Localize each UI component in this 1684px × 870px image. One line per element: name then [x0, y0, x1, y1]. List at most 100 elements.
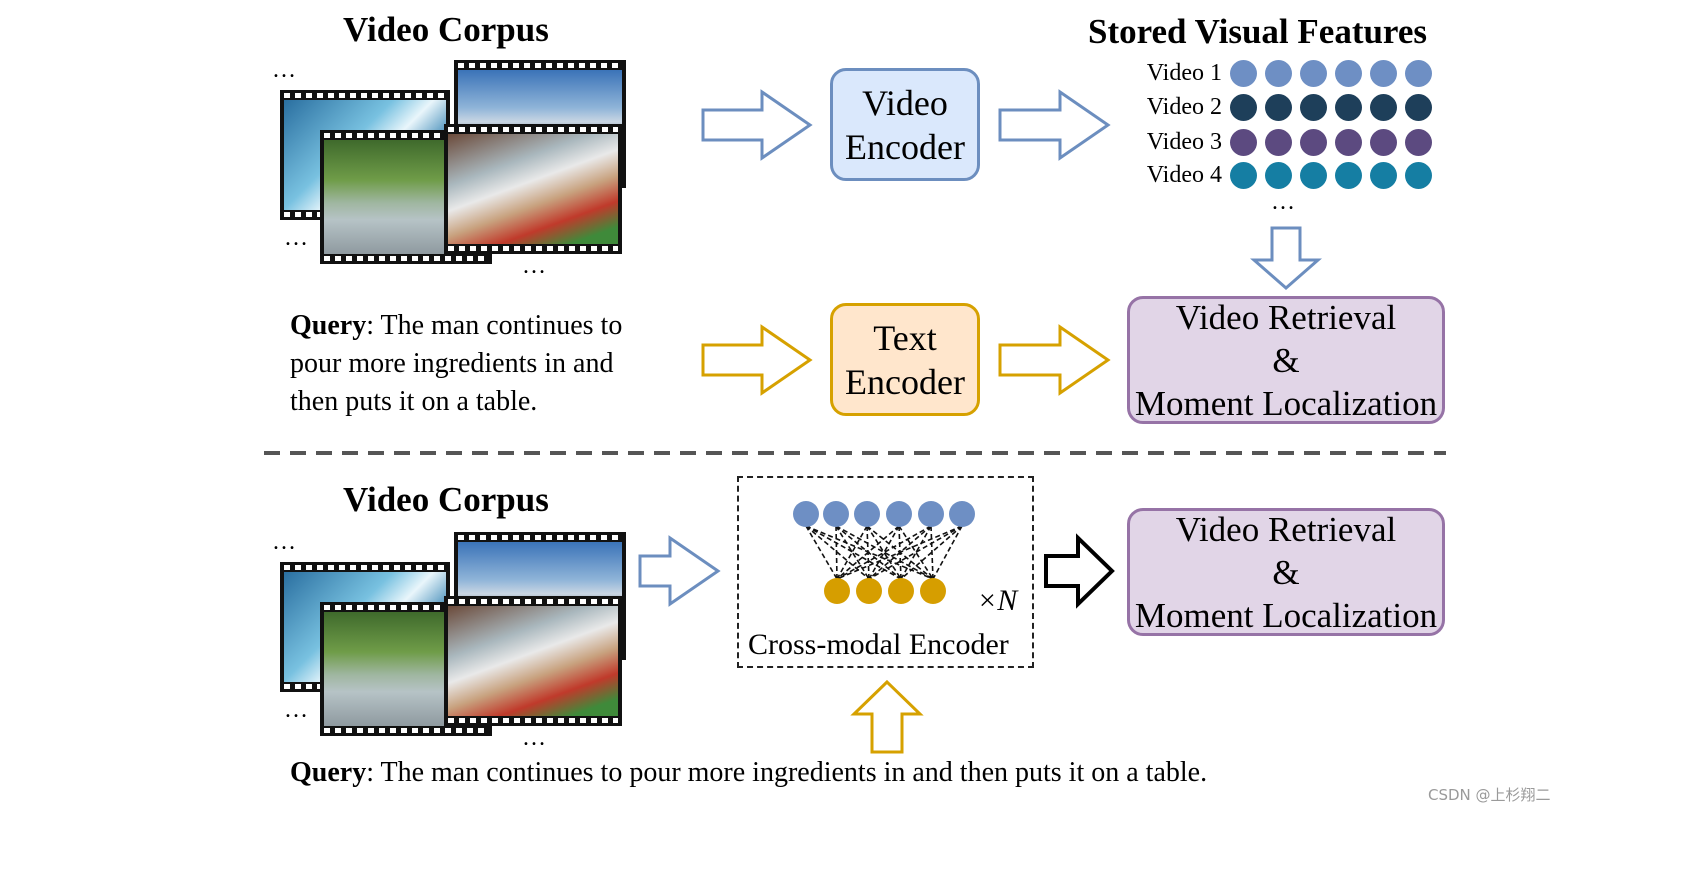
arrow-to-text-encoder — [701, 324, 813, 396]
feature-dot — [1230, 162, 1257, 189]
feature-dot — [1370, 94, 1397, 121]
attention-link — [932, 525, 963, 580]
cross-modal-encoder-box — [737, 476, 1034, 668]
film-frame-cooking — [444, 596, 622, 726]
stored-features-title: Stored Visual Features — [1088, 12, 1427, 51]
attention-link — [868, 525, 963, 580]
bottom-query-text: Query: The man continues to pour more in… — [290, 754, 1207, 792]
ellipsis: … — [272, 529, 298, 555]
retrieval-line3: Moment Localization — [1134, 595, 1438, 635]
stored-feature-row: Video 1 — [1122, 60, 1440, 87]
cross-attention-nodes — [793, 501, 975, 604]
attention-link — [868, 525, 900, 580]
bottom-corpus-title: Video Corpus — [343, 480, 549, 519]
video-label: Video 1 — [1146, 60, 1222, 86]
query-line-1: : The man continues to — [366, 310, 623, 341]
attention-link — [836, 525, 932, 580]
feature-dot — [1230, 94, 1257, 121]
attention-link — [836, 525, 900, 580]
feature-dot — [1335, 60, 1362, 87]
retrieval-line1: Video Retrieval — [1175, 297, 1397, 337]
video-label: Video 2 — [1146, 94, 1222, 120]
video-node — [854, 501, 880, 527]
video-encoder-line2: Encoder — [845, 126, 965, 167]
feature-dot — [1335, 94, 1362, 121]
video-node — [949, 501, 975, 527]
feature-dot — [1405, 94, 1432, 121]
feature-dot — [1300, 94, 1327, 121]
arrow-down-to-retrieval — [1250, 226, 1322, 290]
bottom-video-corpus-frames: … … … — [270, 529, 630, 750]
top-retrieval-box: Video Retrieval & Moment Localization — [1127, 296, 1445, 424]
attention-link — [835, 525, 838, 580]
stored-feature-row: Video 4 — [1122, 162, 1440, 189]
feature-dot — [1335, 129, 1362, 156]
feature-dot — [1335, 162, 1362, 189]
attention-link — [805, 525, 902, 580]
film-frame-cooking — [444, 124, 622, 254]
attention-link — [900, 525, 963, 580]
video-node — [886, 501, 912, 527]
top-query-text: Query: The man continues to pour more in… — [290, 307, 622, 421]
ellipsis: … — [522, 253, 548, 279]
feature-dot — [1370, 129, 1397, 156]
stored-feature-row: Video 2 — [1122, 94, 1440, 121]
feature-dot — [1230, 129, 1257, 156]
arrow-to-video-encoder — [701, 89, 813, 161]
arrow-to-stored-features — [998, 89, 1111, 161]
attention-link — [898, 525, 934, 580]
feature-dot — [1265, 60, 1292, 87]
query-text: : The man continues to pour more ingredi… — [366, 757, 1208, 788]
query-label: Query — [290, 757, 367, 788]
feature-dot — [1265, 94, 1292, 121]
retrieval-line2: & — [1272, 340, 1300, 380]
feature-dot — [1370, 60, 1397, 87]
feature-dot — [1230, 60, 1257, 87]
arrow-to-cross-modal — [638, 535, 721, 607]
attention-link — [835, 525, 870, 580]
ellipsis: … — [284, 225, 310, 251]
cross-attention-links — [805, 525, 963, 580]
feature-dot — [1405, 162, 1432, 189]
retrieval-line1: Video Retrieval — [1175, 509, 1397, 549]
feature-dot — [1405, 129, 1432, 156]
text-encoder-line1: Text — [873, 317, 937, 358]
attention-link — [836, 525, 963, 580]
stored-feature-row: Video 3 — [1122, 129, 1440, 156]
attention-link — [835, 525, 934, 580]
feature-dot — [1300, 60, 1327, 87]
feature-dot — [1265, 162, 1292, 189]
video-node — [918, 501, 944, 527]
times-n-label: ×N — [977, 584, 1018, 617]
feature-dot — [1300, 162, 1327, 189]
arrow-to-bottom-retrieval — [1044, 533, 1115, 609]
attention-link — [900, 525, 932, 580]
ellipsis: … — [1271, 189, 1297, 215]
feature-dot — [1265, 129, 1292, 156]
top-video-corpus-frames: … … … — [270, 57, 630, 278]
attention-link — [836, 525, 868, 580]
text-node — [856, 578, 882, 604]
text-node — [920, 578, 946, 604]
video-node — [793, 501, 819, 527]
text-node — [888, 578, 914, 604]
arrow-up-from-query — [850, 679, 924, 754]
feature-dot — [1370, 162, 1397, 189]
top-corpus-title: Video Corpus — [343, 10, 549, 49]
retrieval-line3: Moment Localization — [1134, 383, 1438, 423]
video-label: Video 4 — [1146, 162, 1222, 188]
cross-modal-encoder-label: Cross-modal Encoder — [748, 628, 1009, 661]
arrow-to-retrieval — [998, 324, 1111, 396]
text-encoder-box: Text Encoder — [830, 303, 980, 416]
ellipsis: … — [272, 57, 298, 83]
feature-dot — [1300, 129, 1327, 156]
ellipsis: … — [284, 697, 310, 723]
attention-link — [805, 525, 838, 580]
query-line-2: pour more ingredients in and — [290, 348, 614, 379]
ellipsis: … — [522, 725, 548, 751]
feature-dot — [1405, 60, 1432, 87]
video-node — [823, 501, 849, 527]
video-encoder-box: Video Encoder — [830, 68, 980, 181]
watermark: CSDN @上杉翔二 — [1428, 786, 1551, 804]
